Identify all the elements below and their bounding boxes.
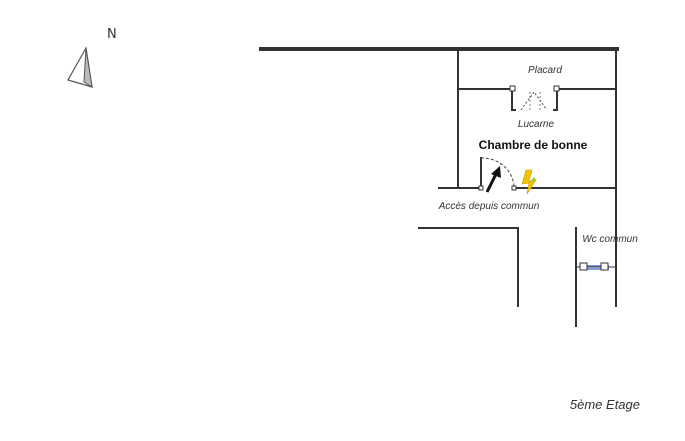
label-lucarne: Lucarne: [518, 119, 555, 130]
label-placard: Placard: [528, 65, 562, 76]
floor-label: 5ème Etage: [570, 397, 640, 412]
entry-arrow-icon: [485, 166, 501, 193]
north-label: N: [107, 27, 117, 42]
label-chambre: Chambre de bonne: [479, 138, 588, 152]
label-acces: Accès depuis commun: [438, 201, 540, 212]
label-wc: Wc commun: [582, 234, 638, 245]
walls: [259, 47, 619, 327]
north-arrow-icon: [67, 46, 93, 89]
lucarne-opening: [509, 85, 560, 111]
window-icon: [576, 262, 616, 271]
lightning-icon: [521, 169, 537, 195]
door-swing-icon: [478, 157, 517, 191]
